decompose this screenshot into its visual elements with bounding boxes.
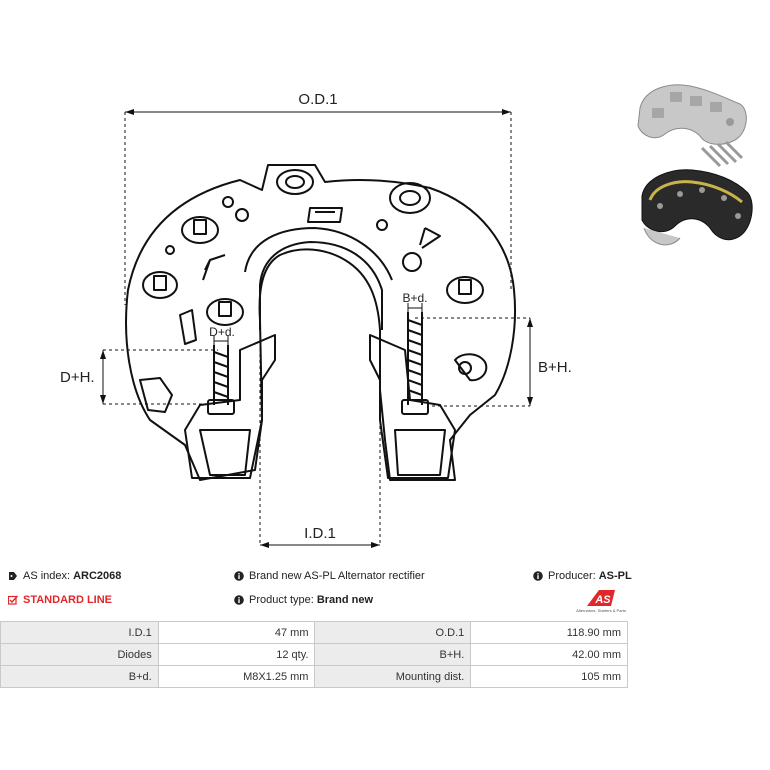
- spec-label: I.D.1: [0, 621, 159, 644]
- standard-line-label: STANDARD LINE: [23, 594, 113, 606]
- producer-prefix: Producer:: [548, 570, 596, 582]
- description-row: Brand new AS-PL Alternator rectifier: [234, 569, 425, 583]
- as-pl-logo: AS Alternators, Starters & Parts: [576, 590, 626, 613]
- product-photos: [637, 84, 753, 246]
- product-type-prefix: Product type:: [249, 594, 314, 606]
- producer-value: AS-PL: [598, 570, 632, 582]
- description-text: Brand new AS-PL Alternator rectifier: [249, 570, 425, 582]
- as-index-row: AS index: ARC2068: [8, 569, 121, 583]
- spec-value: 47 mm: [157, 621, 316, 644]
- spec-label: B+H.: [314, 643, 472, 666]
- tag-icon: [9, 572, 17, 580]
- rectifier-photo-bottom: [641, 169, 753, 246]
- bd-label: B+d.: [402, 291, 427, 305]
- rectifier-photo-top: [637, 84, 747, 168]
- checkbox-icon: [8, 595, 18, 605]
- rectifier-technical-drawing: O.D.1 I.D.1 D+H. B+H. D+d. B+d.: [60, 91, 572, 548]
- spec-value: M8X1.25 mm: [157, 665, 316, 688]
- spec-label: Diodes: [0, 643, 159, 666]
- logo-text: AS: [594, 594, 611, 606]
- standard-line-row: STANDARD LINE: [8, 593, 112, 607]
- table-row: I.D.1 47 mm O.D.1 118.90 mm: [0, 621, 628, 644]
- producer-row: Producer: AS-PL: [533, 569, 632, 583]
- info-icon: [234, 571, 244, 581]
- table-row: B+d. M8X1.25 mm Mounting dist. 105 mm: [0, 665, 628, 688]
- dd-label: D+d.: [209, 325, 235, 339]
- dh-label: D+H.: [60, 369, 95, 386]
- product-type-row: Product type: Brand new: [234, 593, 373, 607]
- spec-label: B+d.: [0, 665, 159, 688]
- logo-tagline: Alternators, Starters & Parts: [576, 608, 626, 613]
- info-icon: [234, 595, 244, 605]
- spec-value: 42.00 mm: [470, 643, 628, 666]
- spec-value: 105 mm: [470, 665, 628, 688]
- spec-label: O.D.1: [314, 621, 472, 644]
- od-label: O.D.1: [298, 91, 337, 108]
- bh-label: B+H.: [538, 359, 572, 376]
- spec-value: 118.90 mm: [470, 621, 628, 644]
- spec-label: Mounting dist.: [314, 665, 472, 688]
- id-label: I.D.1: [304, 525, 336, 542]
- as-index-prefix: AS index:: [23, 570, 71, 582]
- as-index-value: ARC2068: [73, 570, 122, 582]
- specifications-table: I.D.1 47 mm O.D.1 118.90 mm Diodes 12 qt…: [0, 621, 628, 688]
- spec-value: 12 qty.: [157, 643, 316, 666]
- product-type-value: Brand new: [316, 594, 374, 606]
- info-icon: [533, 571, 543, 581]
- table-row: Diodes 12 qty. B+H. 42.00 mm: [0, 643, 628, 666]
